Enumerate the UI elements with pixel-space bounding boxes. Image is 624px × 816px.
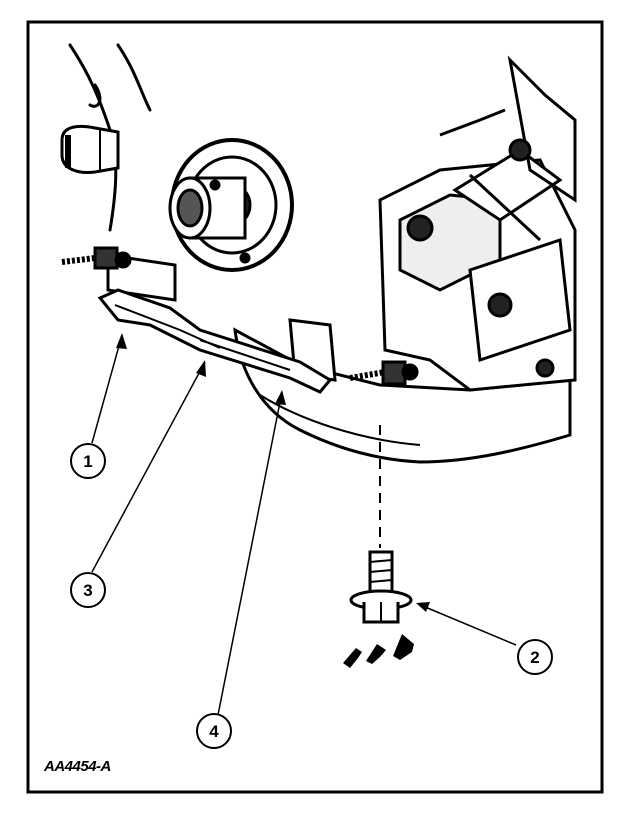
- leader-lines: [91, 334, 517, 716]
- transmission-housing: [378, 55, 577, 392]
- callout-4-label: 4: [209, 722, 219, 741]
- callout-3-label: 3: [83, 581, 92, 600]
- inspection-cover: [97, 288, 333, 394]
- crankshaft-pulley: [168, 138, 294, 272]
- figure-id: AA4454-A: [44, 758, 111, 775]
- leader-arrowheads: [116, 333, 430, 612]
- callout-1: 1: [70, 443, 106, 479]
- callout-2-label: 2: [530, 648, 539, 667]
- figure-border: [26, 20, 604, 794]
- tighten-arrows-icon: [343, 634, 414, 668]
- callout-2: 2: [517, 639, 553, 675]
- callout-1-label: 1: [83, 452, 92, 471]
- callout-3: 3: [70, 572, 106, 608]
- bolt: [349, 550, 413, 624]
- mount-bushing: [60, 125, 120, 174]
- callout-4: 4: [196, 713, 232, 749]
- left-bracket: [61, 246, 177, 302]
